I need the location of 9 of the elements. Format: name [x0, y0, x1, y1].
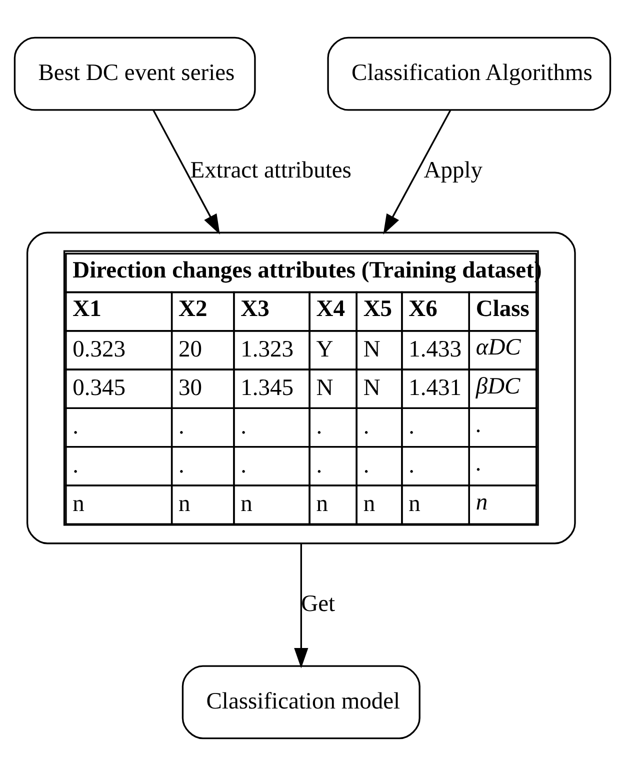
edge-label: Extract attributes: [190, 156, 352, 183]
arrow: [152, 109, 220, 234]
node-box: Classification model: [182, 664, 420, 739]
edge-label: Get: [301, 590, 336, 616]
arrow: [383, 109, 452, 234]
edge-label: Apply: [424, 156, 483, 183]
node-box: Best DC event series: [14, 36, 256, 110]
node-box: Classification Algorithms: [327, 36, 612, 110]
arrow: [294, 543, 308, 668]
